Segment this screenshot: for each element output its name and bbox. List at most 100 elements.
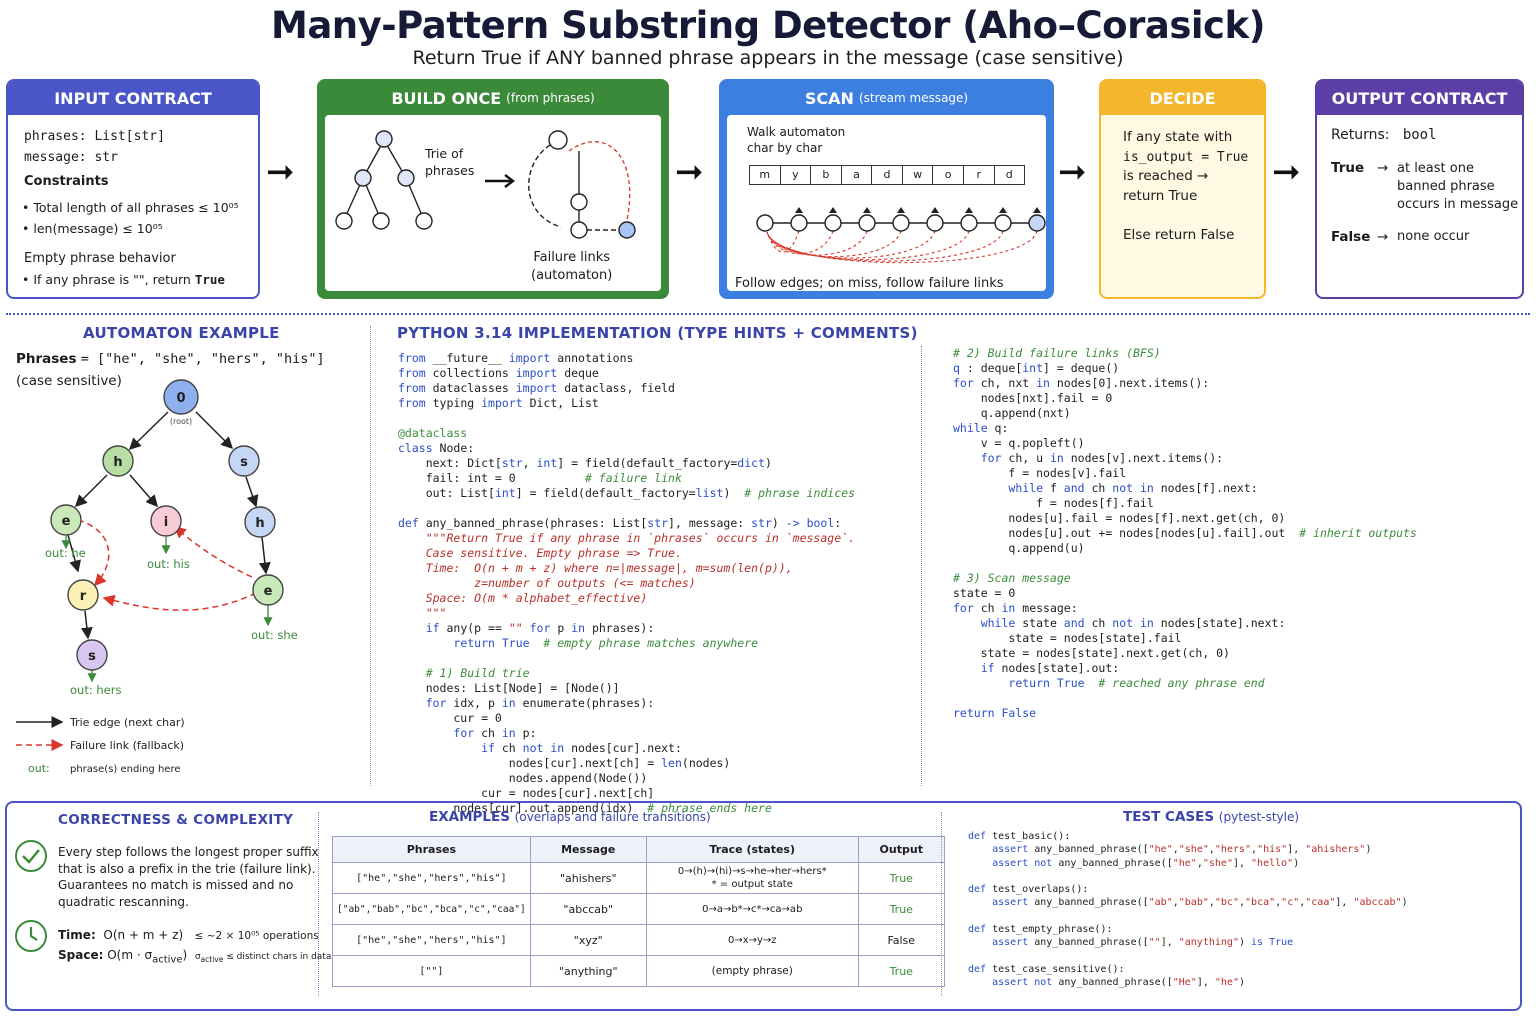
legend-trie-edge: Trie edge (next char) bbox=[69, 716, 185, 729]
scan-failure-arc bbox=[766, 230, 1004, 262]
flow-arrow-4: ➞ bbox=[1272, 152, 1301, 192]
output-contract-card: OUTPUT CONTRACT Returns: bool True → at … bbox=[1315, 79, 1524, 299]
table-row: ["he","she","hers","his"] "ahishers" 0→(… bbox=[332, 862, 945, 894]
scan-state-node bbox=[858, 214, 876, 232]
message-char-cell: w bbox=[903, 166, 934, 184]
col-phrases: Phrases bbox=[332, 836, 531, 863]
tests-title-text: TEST CASES bbox=[1123, 809, 1215, 825]
row-trace: (empty phrase) bbox=[645, 955, 859, 987]
time-complexity: Time: O(n + m + z) ≤ ~2 × 10⁰⁵ operation… bbox=[58, 928, 319, 942]
legend-out-value: phrase(s) ending here bbox=[70, 764, 181, 775]
phrases-key: Phrases bbox=[16, 351, 77, 367]
space-note-sigma: σ bbox=[194, 952, 201, 962]
examples-subtitle: (overlaps and failure transitions) bbox=[514, 810, 711, 824]
message-char-cell: a bbox=[842, 166, 873, 184]
walk-label: Walk automaton char by char bbox=[747, 124, 845, 156]
failure-label-1: Failure links bbox=[533, 250, 610, 265]
true-meaning-1: at least one bbox=[1397, 161, 1474, 176]
decide-line-2: is_output = True bbox=[1123, 149, 1249, 165]
legend-out-key: out: bbox=[28, 762, 50, 775]
bottom-panel bbox=[5, 801, 1522, 1011]
scan-state-node bbox=[994, 214, 1012, 232]
row-trace-note: * = output state bbox=[711, 879, 793, 890]
param-phrases-type: List[str] bbox=[94, 129, 165, 144]
node-s1-label: s bbox=[240, 455, 248, 470]
row-trace-text: 0→(h)→(hi)→s→he→her→hers* bbox=[677, 866, 827, 877]
space-close: ) bbox=[182, 948, 188, 962]
col-trace: Trace (states) bbox=[645, 836, 859, 863]
returns-label: Returns: bbox=[1331, 127, 1390, 143]
trie-label: Trie of phrases bbox=[425, 145, 474, 179]
table-row: ["ab","bab","bc","bca","c","caa"] "abcca… bbox=[332, 893, 945, 925]
node-r-label: r bbox=[80, 589, 87, 604]
col-message: Message bbox=[529, 836, 647, 863]
scan-state-node bbox=[790, 214, 808, 232]
examples-table-wrap: Phrases Message Trace (states) Output ["… bbox=[332, 836, 945, 987]
node-s2-label: s bbox=[88, 649, 96, 664]
input-contract-header: INPUT CONTRACT bbox=[8, 81, 258, 115]
row-output: True bbox=[857, 862, 945, 894]
examples-table: Phrases Message Trace (states) Output ["… bbox=[332, 836, 945, 987]
automaton-case: (case sensitive) bbox=[16, 373, 122, 389]
clock-icon bbox=[15, 920, 47, 952]
automaton-phrases: Phrases = ["he", "she", "hers", "his"] bbox=[16, 351, 325, 367]
check-circle-icon bbox=[15, 840, 47, 872]
table-row: [""] "anything" (empty phrase) True bbox=[332, 955, 945, 987]
automaton-diagram: 0 h s e i h e r s (root) out: he out: hi… bbox=[16, 379, 298, 775]
message-char-cell: y bbox=[781, 166, 812, 184]
build-once-subtitle: (from phrases) bbox=[506, 91, 595, 105]
page-subtitle: Return True if ANY banned phrase appears… bbox=[412, 47, 1124, 69]
node-e1-label: e bbox=[62, 514, 71, 529]
row-output: True bbox=[857, 955, 945, 987]
scan-state-node bbox=[892, 214, 910, 232]
message-char-cell: r bbox=[964, 166, 995, 184]
returns-line: Returns: bool bbox=[1331, 127, 1437, 143]
constraint-message-length: len(message) ≤ 10⁰⁵ bbox=[33, 221, 163, 236]
test-cases-code: def test_basic(): assert any_banned_phra… bbox=[968, 831, 1408, 989]
true-meaning-3: occurs in message bbox=[1397, 197, 1519, 212]
flow-arrow-3: ➞ bbox=[1058, 152, 1087, 192]
scan-state-chain bbox=[756, 207, 1046, 264]
correctness-text: Every step follows the longest proper su… bbox=[58, 844, 319, 910]
trie-label-2: phrases bbox=[425, 163, 475, 178]
automaton-title: AUTOMATON EXAMPLE bbox=[83, 324, 280, 342]
decide-header: DECIDE bbox=[1101, 81, 1264, 115]
scan-state-node bbox=[926, 214, 944, 232]
scan-state-node bbox=[960, 214, 978, 232]
build-once-body: Trie of phrases Failure links (automaton… bbox=[325, 115, 661, 291]
false-key: False bbox=[1331, 229, 1371, 245]
param-phrases: phrases: bbox=[24, 129, 87, 144]
row-phrases: ["he","she","hers","his"] bbox=[332, 862, 531, 894]
scan-pointer-icon bbox=[795, 207, 803, 213]
scan-failure-arc bbox=[766, 230, 868, 256]
bottom-divider-2 bbox=[941, 812, 942, 996]
scan-failure-arc bbox=[766, 230, 902, 258]
node-e2-label: e bbox=[264, 584, 273, 599]
examples-header-row: Phrases Message Trace (states) Output bbox=[332, 836, 945, 863]
out-he: out: he bbox=[45, 546, 86, 560]
flow-arrow-1: ➞ bbox=[266, 152, 295, 192]
message-char-cell: m bbox=[750, 166, 781, 184]
scan-failure-arc bbox=[766, 230, 1038, 264]
row-trace: 0→a→b*→c*→ca→ab bbox=[645, 893, 859, 925]
walk-label-1: Walk automaton bbox=[747, 125, 846, 139]
tests-subtitle: (pytest-style) bbox=[1218, 810, 1300, 824]
examples-title: EXAMPLES (overlaps and failure transitio… bbox=[429, 809, 711, 825]
time-key: Time: bbox=[58, 928, 96, 942]
row-phrases: [""] bbox=[332, 955, 531, 987]
table-row: ["he","she","hers","his"] "xyz" 0→x→y→z … bbox=[332, 924, 945, 956]
col-output: Output bbox=[857, 836, 945, 863]
build-once-card: BUILD ONCE(from phrases) Trie bbox=[317, 79, 669, 299]
scan-header: SCAN(stream message) bbox=[721, 81, 1052, 115]
space-note-text: ≤ distinct chars in data bbox=[223, 952, 332, 962]
root-node-label: 0 bbox=[176, 391, 185, 406]
false-arrow: → bbox=[1377, 229, 1389, 245]
scan-pointer-icon bbox=[829, 207, 837, 213]
true-arrow: → bbox=[1377, 160, 1389, 176]
flow-arrow-2: ➞ bbox=[675, 152, 704, 192]
legend-failure-link: Failure link (fallback) bbox=[70, 739, 184, 752]
empty-phrase-rule-value: True bbox=[194, 272, 225, 287]
decide-line-3: is reached → bbox=[1123, 168, 1209, 184]
root-caption: (root) bbox=[170, 417, 192, 426]
